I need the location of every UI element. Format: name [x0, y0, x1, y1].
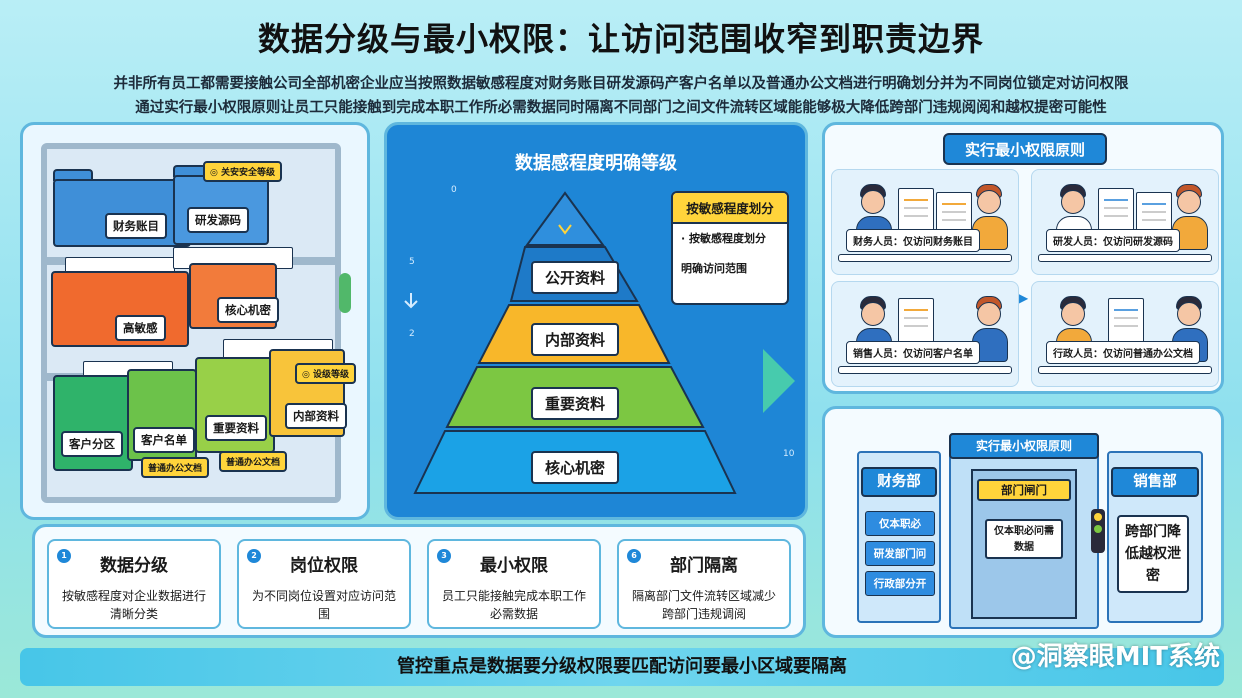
- tag-office-docs: 普通办公文档: [219, 451, 288, 472]
- signal-light-icon: [1091, 509, 1105, 553]
- tag-security-level: ◎ 关安安全等级: [203, 161, 282, 182]
- finance-dept-title: 财务部: [861, 467, 937, 497]
- card-dept-isolation: 6 部门隔离 隔离部门文件流转区域减少跨部门违规调阅: [617, 539, 791, 629]
- scene-caption: 行政人员：仅访问普通办公文档: [1046, 341, 1200, 364]
- card-title: 最小权限: [480, 556, 548, 576]
- dept-button: 行政部分开: [865, 571, 935, 596]
- chevron-down-icon: [558, 224, 572, 235]
- pyramid-tier-top: [525, 191, 605, 246]
- callout-head: 按敏感程度划分: [673, 193, 787, 224]
- scene-caption: 财务人员：仅访问财务账目: [846, 229, 980, 252]
- level-important: 重要资料: [531, 387, 620, 420]
- least-privilege-panel: 实行最小权限原则 财务人员：仅访问财务账目 研发人员：仅访问研发源码: [822, 122, 1224, 394]
- scene-rd: 研发人员：仅访问研发源码: [1031, 169, 1219, 275]
- card-title: 部门隔离: [670, 556, 738, 576]
- scale-tick: 10: [783, 449, 795, 459]
- card-number: 3: [437, 549, 451, 563]
- scale-tick: 2: [409, 329, 415, 339]
- cabinet-panel: 财务账目 研发源码 ◎ 关安安全等级 高敏感 核心机密 客户分区 客户名单 重要…: [20, 122, 370, 520]
- pyramid-panel: 数据感程度明确等级 0 5 2 10 公开资料 内部资料 重要资料 核心机密 按…: [384, 122, 808, 520]
- scale-tick: 0: [451, 185, 457, 195]
- level-internal: 内部资料: [531, 323, 620, 356]
- card-desc: 按敏感程度对企业数据进行清晰分类: [61, 589, 206, 621]
- callout-line: · 按敏感程度划分: [681, 232, 767, 245]
- card-number: 2: [247, 549, 261, 563]
- intro-line-2: 通过实行最小权限原则让员工只能接触到完成本职工作所必需数据同时隔离不同部门之间文…: [135, 100, 1107, 116]
- label-finance: 财务账目: [105, 213, 167, 239]
- play-icon: ▶: [1019, 291, 1029, 305]
- scene-caption: 销售人员：仅访问客户名单: [846, 341, 980, 364]
- card-title: 岗位权限: [290, 556, 358, 576]
- summary-cards: 1 数据分级 按敏感程度对企业数据进行清晰分类 2 岗位权限 为不同岗位设置对应…: [32, 524, 806, 638]
- label-core-secret: 核心机密: [217, 297, 279, 323]
- cross-dept-note: 跨部门降低越权泄密: [1117, 515, 1189, 593]
- card-desc: 员工只能接触完成本职工作必需数据: [441, 589, 586, 621]
- arrow-down-icon: [404, 293, 418, 309]
- scene-sales: 销售人员：仅访问客户名单: [831, 281, 1019, 387]
- watermark: @洞察眼MIT系统: [1010, 642, 1220, 672]
- card-number: 6: [627, 549, 641, 563]
- label-internal: 内部资料: [285, 403, 347, 429]
- plant-icon: [339, 273, 351, 313]
- principle-title: 实行最小权限原则: [943, 133, 1107, 165]
- dept-button: 仅本职必: [865, 511, 935, 536]
- department-gate-panel: 财务部 仅本职必 研发部门问 行政部分开 实行最小权限原则 部门闸门 仅本职必问…: [822, 406, 1224, 638]
- tag-level: ◎ 设级等级: [295, 363, 356, 384]
- card-number: 1: [57, 549, 71, 563]
- scale-tick: 5: [409, 257, 415, 267]
- intro-line-1: 并非所有员工都需要接触公司全部机密企业应当按照数据敏感程度对财务账目研发源码产客…: [113, 76, 1129, 92]
- label-important: 重要资料: [205, 415, 267, 441]
- label-high-sensitive: 高敏感: [115, 315, 166, 341]
- scene-finance: 财务人员：仅访问财务账目: [831, 169, 1019, 275]
- pyramid-title: 数据感程度明确等级: [515, 153, 677, 174]
- card-data-classification: 1 数据分级 按敏感程度对企业数据进行清晰分类: [47, 539, 221, 629]
- level-core: 核心机密: [531, 451, 620, 484]
- level-public: 公开资料: [531, 261, 620, 294]
- sales-dept-title: 销售部: [1111, 467, 1199, 497]
- card-role-permission: 2 岗位权限 为不同岗位设置对应访问范围: [237, 539, 411, 629]
- gate-title: 实行最小权限原则: [949, 433, 1099, 459]
- card-desc: 隔离部门文件流转区域减少跨部门违规调阅: [631, 589, 776, 621]
- dept-button: 研发部门问: [865, 541, 935, 566]
- label-customer-list: 客户名单: [133, 427, 195, 453]
- card-desc: 为不同岗位设置对应访问范围: [251, 589, 396, 621]
- gate-door-note: 仅本职必问需数据: [985, 519, 1063, 559]
- arrow-right-icon: [763, 349, 795, 413]
- bottom-banner-text: 管控重点是数据要分级权限要匹配访问要最小区域要隔离: [397, 656, 847, 677]
- card-least-privilege: 3 最小权限 员工只能接触完成本职工作必需数据: [427, 539, 601, 629]
- callout-line: 明确访问范围: [681, 262, 747, 275]
- label-customer-zone: 客户分区: [61, 431, 123, 457]
- page-title: 数据分级与最小权限：让访问范围收窄到职责边界: [257, 20, 984, 58]
- sensitivity-callout: 按敏感程度划分 · 按敏感程度划分 明确访问范围: [671, 191, 789, 305]
- card-title: 数据分级: [100, 556, 168, 576]
- scene-admin: 行政人员：仅访问普通办公文档: [1031, 281, 1219, 387]
- scene-caption: 研发人员：仅访问研发源码: [1046, 229, 1180, 252]
- bottom-banner: 管控重点是数据要分级权限要匹配访问要最小区域要隔离: [20, 648, 1224, 686]
- folder-tab: [53, 169, 93, 181]
- gate-door-label: 部门闸门: [977, 479, 1071, 501]
- label-rd: 研发源码: [187, 207, 249, 233]
- tag-office-docs: 普通办公文档: [141, 457, 210, 478]
